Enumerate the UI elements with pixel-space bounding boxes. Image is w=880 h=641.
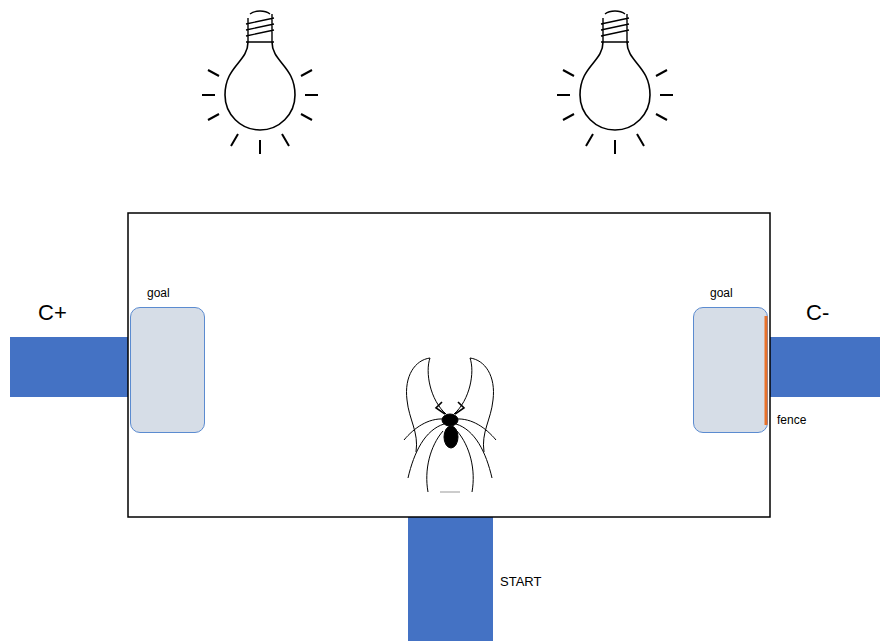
- arm-label: C+: [38, 300, 67, 325]
- whip-spider: [404, 358, 496, 492]
- maze-arm-start: [408, 517, 493, 641]
- goal-label: goal: [130, 286, 170, 300]
- fence-label: fence: [777, 413, 806, 427]
- label-wrap: fence: [777, 410, 806, 428]
- maze-arm-right: [770, 337, 880, 397]
- goal-label: goal: [693, 286, 733, 300]
- label-wrap: START: [500, 572, 541, 590]
- start-label: START: [500, 574, 541, 589]
- maze-arm-left: [10, 337, 128, 397]
- goal-box: goal: [693, 283, 768, 433]
- arena: [128, 213, 770, 517]
- arm-label: C-: [806, 300, 829, 325]
- light-bulb-right: [557, 11, 673, 154]
- goal-box: goal: [130, 283, 205, 433]
- goal-area: [693, 307, 768, 433]
- light-bulb-left: [202, 11, 318, 154]
- fence-line: [765, 316, 768, 425]
- goal-area: [130, 307, 205, 433]
- label-wrap: C-: [806, 300, 829, 326]
- label-wrap: C+: [38, 300, 67, 326]
